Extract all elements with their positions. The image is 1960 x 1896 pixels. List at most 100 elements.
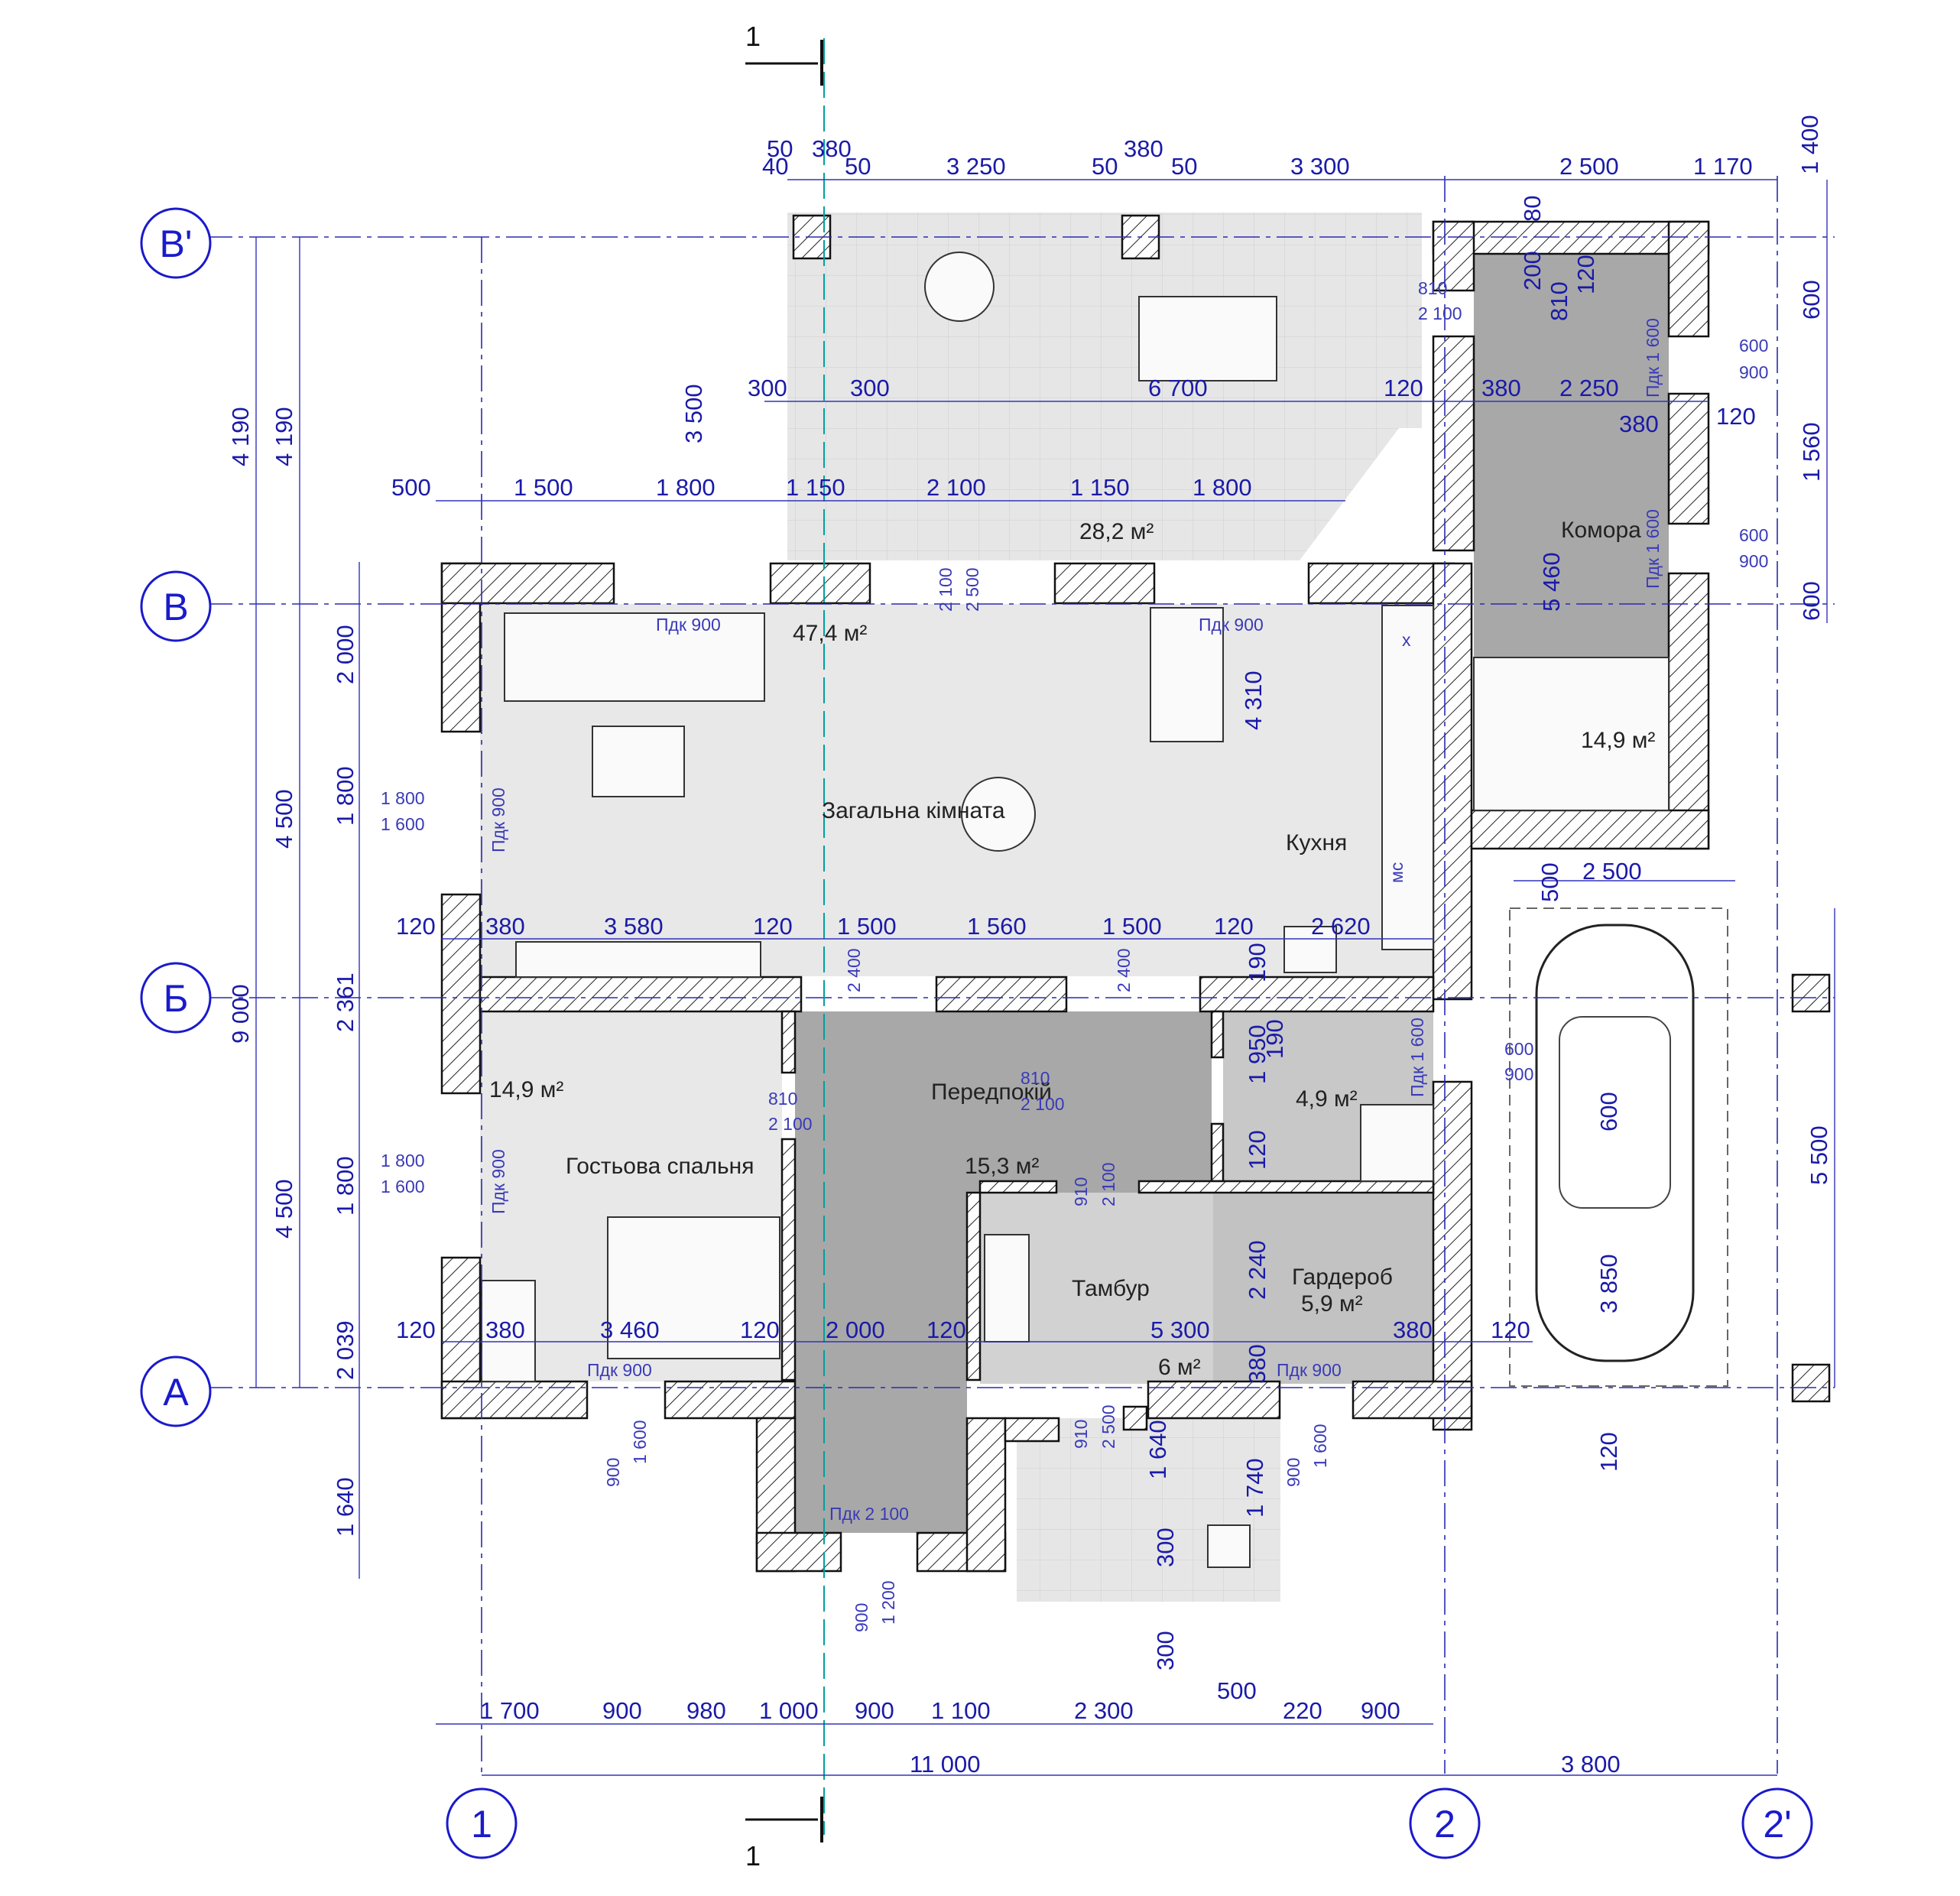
svg-text:900: 900 [1361, 1697, 1400, 1724]
svg-text:900: 900 [603, 1458, 623, 1487]
pantry-shelf [1473, 657, 1670, 811]
living-name: Загальна кімната [822, 798, 1005, 823]
svg-text:В: В [163, 586, 188, 628]
svg-text:2 500: 2 500 [962, 567, 982, 612]
pantry-name: Комора [1561, 518, 1641, 543]
svg-text:2 100: 2 100 [936, 567, 956, 612]
svg-text:1 640: 1 640 [332, 1477, 359, 1537]
svg-text:300: 300 [850, 375, 890, 401]
svg-text:600: 600 [1504, 1039, 1533, 1059]
svg-text:380: 380 [1393, 1316, 1433, 1343]
svg-text:х: х [1402, 630, 1411, 650]
bench [984, 1234, 1030, 1342]
svg-text:910: 910 [1071, 1420, 1091, 1449]
kitchen-counter [1381, 605, 1434, 950]
svg-text:3 250: 3 250 [946, 153, 1006, 180]
svg-text:2 039: 2 039 [332, 1320, 359, 1380]
svg-text:2 100: 2 100 [926, 474, 986, 501]
svg-text:1 150: 1 150 [786, 474, 845, 501]
svg-text:1 800: 1 800 [656, 474, 716, 501]
svg-text:1 800: 1 800 [332, 766, 359, 826]
wardrobe-name: Гардероб [1292, 1265, 1393, 1290]
floors [480, 213, 1669, 1602]
svg-text:4 500: 4 500 [271, 789, 297, 849]
svg-text:810: 810 [768, 1089, 797, 1109]
svg-text:120: 120 [926, 1316, 966, 1343]
svg-text:1: 1 [471, 1803, 492, 1846]
svg-text:2 100: 2 100 [1418, 304, 1462, 323]
svg-text:120: 120 [1716, 403, 1756, 430]
wc-area: 4,9 м² [1296, 1086, 1358, 1112]
svg-text:1 600: 1 600 [630, 1420, 650, 1464]
svg-text:380: 380 [1124, 135, 1163, 162]
svg-text:1 500: 1 500 [1102, 913, 1162, 940]
svg-text:190: 190 [1261, 1019, 1288, 1059]
svg-text:300: 300 [748, 375, 787, 401]
axis-bubble-a: А [140, 1355, 212, 1427]
svg-text:380: 380 [812, 135, 852, 162]
svg-text:1: 1 [745, 21, 761, 52]
guest-area: 14,9 м² [489, 1077, 563, 1102]
svg-text:2 300: 2 300 [1074, 1697, 1134, 1724]
svg-text:1 560: 1 560 [1798, 422, 1825, 482]
svg-text:900: 900 [1504, 1064, 1533, 1084]
svg-text:Пдк 900: Пдк 900 [488, 1149, 508, 1214]
svg-text:3 580: 3 580 [604, 913, 664, 940]
svg-text:200: 200 [1519, 251, 1546, 291]
svg-text:120: 120 [740, 1316, 780, 1343]
svg-text:120: 120 [396, 913, 436, 940]
svg-text:2 100: 2 100 [1021, 1094, 1065, 1114]
svg-text:В': В' [160, 222, 193, 265]
svg-text:Пдк 1 600: Пдк 1 600 [1643, 509, 1663, 589]
axis-lines [206, 38, 1835, 1835]
furniture [481, 252, 1670, 1568]
svg-text:300: 300 [1152, 1631, 1179, 1670]
axis-bubble-v: В [140, 570, 212, 642]
car-body [1535, 924, 1695, 1362]
kitchen-name: Кухня [1286, 830, 1347, 855]
svg-text:810: 810 [1418, 278, 1447, 298]
svg-text:900: 900 [602, 1697, 642, 1724]
svg-text:Пдк 900: Пдк 900 [1199, 615, 1264, 635]
svg-text:1 100: 1 100 [931, 1697, 991, 1724]
section-marks: 1 1 [745, 21, 823, 1872]
svg-text:1 600: 1 600 [381, 814, 425, 834]
svg-text:3 460: 3 460 [600, 1316, 660, 1343]
sofa [504, 612, 765, 702]
svg-text:3 800: 3 800 [1561, 1751, 1621, 1778]
car-roof [1559, 1016, 1671, 1209]
svg-text:120: 120 [1244, 1130, 1270, 1170]
svg-text:380: 380 [1481, 375, 1521, 401]
svg-text:1 740: 1 740 [1241, 1458, 1268, 1518]
svg-text:120: 120 [1384, 375, 1423, 401]
dimension-labels: 50 380 380 40 50 3 250 50 50 3 300 2 500… [227, 115, 1832, 1778]
svg-text:Пдк 1 600: Пдк 1 600 [1407, 1018, 1427, 1097]
svg-text:1 560: 1 560 [967, 913, 1027, 940]
porch-floor [1017, 1418, 1280, 1602]
hall-name: Передпокій [931, 1079, 1052, 1105]
svg-text:1 800: 1 800 [381, 788, 425, 808]
svg-text:1 600: 1 600 [1310, 1424, 1330, 1468]
svg-text:Пдк 900: Пдк 900 [1277, 1360, 1342, 1380]
svg-text:А: А [163, 1371, 189, 1414]
svg-text:4 310: 4 310 [1240, 670, 1267, 730]
svg-text:40: 40 [762, 153, 788, 180]
svg-text:4 500: 4 500 [271, 1179, 297, 1239]
terrace-area: 28,2 м² [1079, 519, 1154, 544]
svg-text:810: 810 [1021, 1068, 1050, 1088]
coffee-table [592, 726, 685, 797]
svg-text:50: 50 [767, 135, 793, 162]
svg-text:1: 1 [745, 1840, 761, 1872]
svg-text:1 600: 1 600 [381, 1177, 425, 1196]
svg-text:380: 380 [1244, 1344, 1270, 1384]
svg-text:Пдк 1 600: Пдк 1 600 [1643, 318, 1663, 398]
svg-text:600: 600 [1798, 280, 1825, 320]
room-labels: 28,2 м² 47,4 м² Загальна кімната Кухня К… [489, 518, 1655, 1380]
svg-text:900: 900 [855, 1697, 894, 1724]
dining-table [1150, 607, 1224, 742]
living-area: 47,4 м² [793, 621, 867, 646]
svg-text:50: 50 [1092, 153, 1118, 180]
svg-text:6 700: 6 700 [1148, 375, 1208, 401]
grill [1207, 1524, 1251, 1568]
vestibule-name: Тамбур [1072, 1276, 1150, 1301]
